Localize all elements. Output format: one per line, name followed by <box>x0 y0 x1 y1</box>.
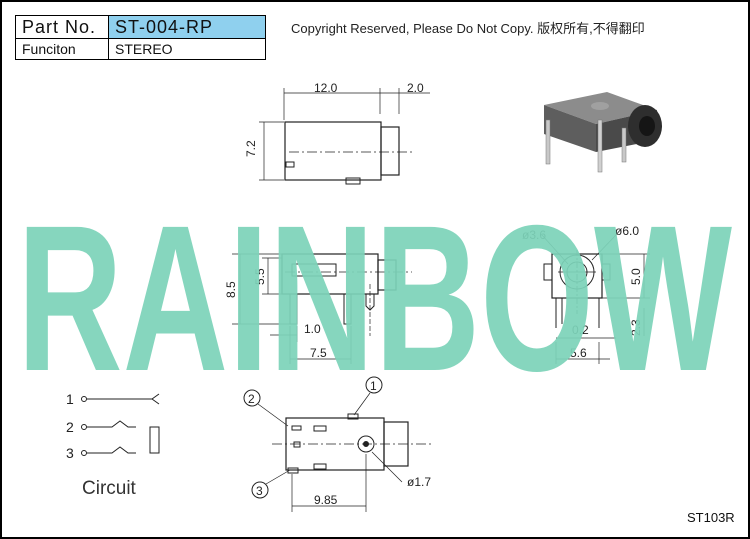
side-view: 8.5 5.5 1.0 7.5 <box>224 253 412 364</box>
side-total-height-dim: 8.5 <box>224 281 238 298</box>
circuit-label: Circuit <box>82 478 136 499</box>
side-pin-span-dim: 7.5 <box>310 346 327 360</box>
side-pin-pitch-dim: 1.0 <box>304 322 321 336</box>
top-width-dim: 12.0 <box>314 81 338 95</box>
front-view: ø3.6 ø6.0 5.0 2.3 0.2 5.6 <box>522 224 650 364</box>
copyright-notice: Copyright Reserved, Please Do Not Copy. … <box>291 21 645 36</box>
footprint-view: 1 2 3 ø1.7 9.85 <box>243 376 432 512</box>
function-label: Funciton <box>15 38 109 60</box>
top-height-dim: 7.2 <box>244 140 258 157</box>
top-view: 12.0 2.0 7.2 <box>244 81 430 185</box>
front-center-height-dim: 5.0 <box>629 268 643 285</box>
drawing-code: ST103R <box>687 510 735 525</box>
part-no-value: ST-004-RP <box>108 15 266 39</box>
footprint-pin1-label: 1 <box>370 379 377 393</box>
side-body-height-dim: 5.5 <box>253 268 267 285</box>
front-pin-length-dim: 2.3 <box>629 319 643 336</box>
footprint-pin2-label: 2 <box>248 392 255 406</box>
product-photo <box>544 92 662 173</box>
footprint-hole-dia-dim: ø1.7 <box>407 475 431 489</box>
front-outer-dia-dim: ø6.0 <box>615 224 639 238</box>
circuit-pin2: 2 <box>66 419 74 435</box>
circuit-pin3: 3 <box>66 445 74 461</box>
footprint-pin3-label: 3 <box>256 484 263 498</box>
top-tip-dim: 2.0 <box>407 81 424 95</box>
circuit-diagram: 1 2 3 <box>66 391 160 461</box>
watermark-text: RAINBOW <box>17 183 732 415</box>
front-hole-dia-dim: ø3.6 <box>522 228 546 242</box>
part-no-label: Part No. <box>15 15 109 39</box>
function-value: STEREO <box>108 38 266 60</box>
title-block: Part No. ST-004-RP Funciton STEREO <box>15 15 266 60</box>
front-pin-span-dim: 5.6 <box>570 346 587 360</box>
circuit-pin1: 1 <box>66 391 74 407</box>
front-pin-offset-dim: 0.2 <box>572 323 589 337</box>
footprint-span-dim: 9.85 <box>314 493 338 507</box>
